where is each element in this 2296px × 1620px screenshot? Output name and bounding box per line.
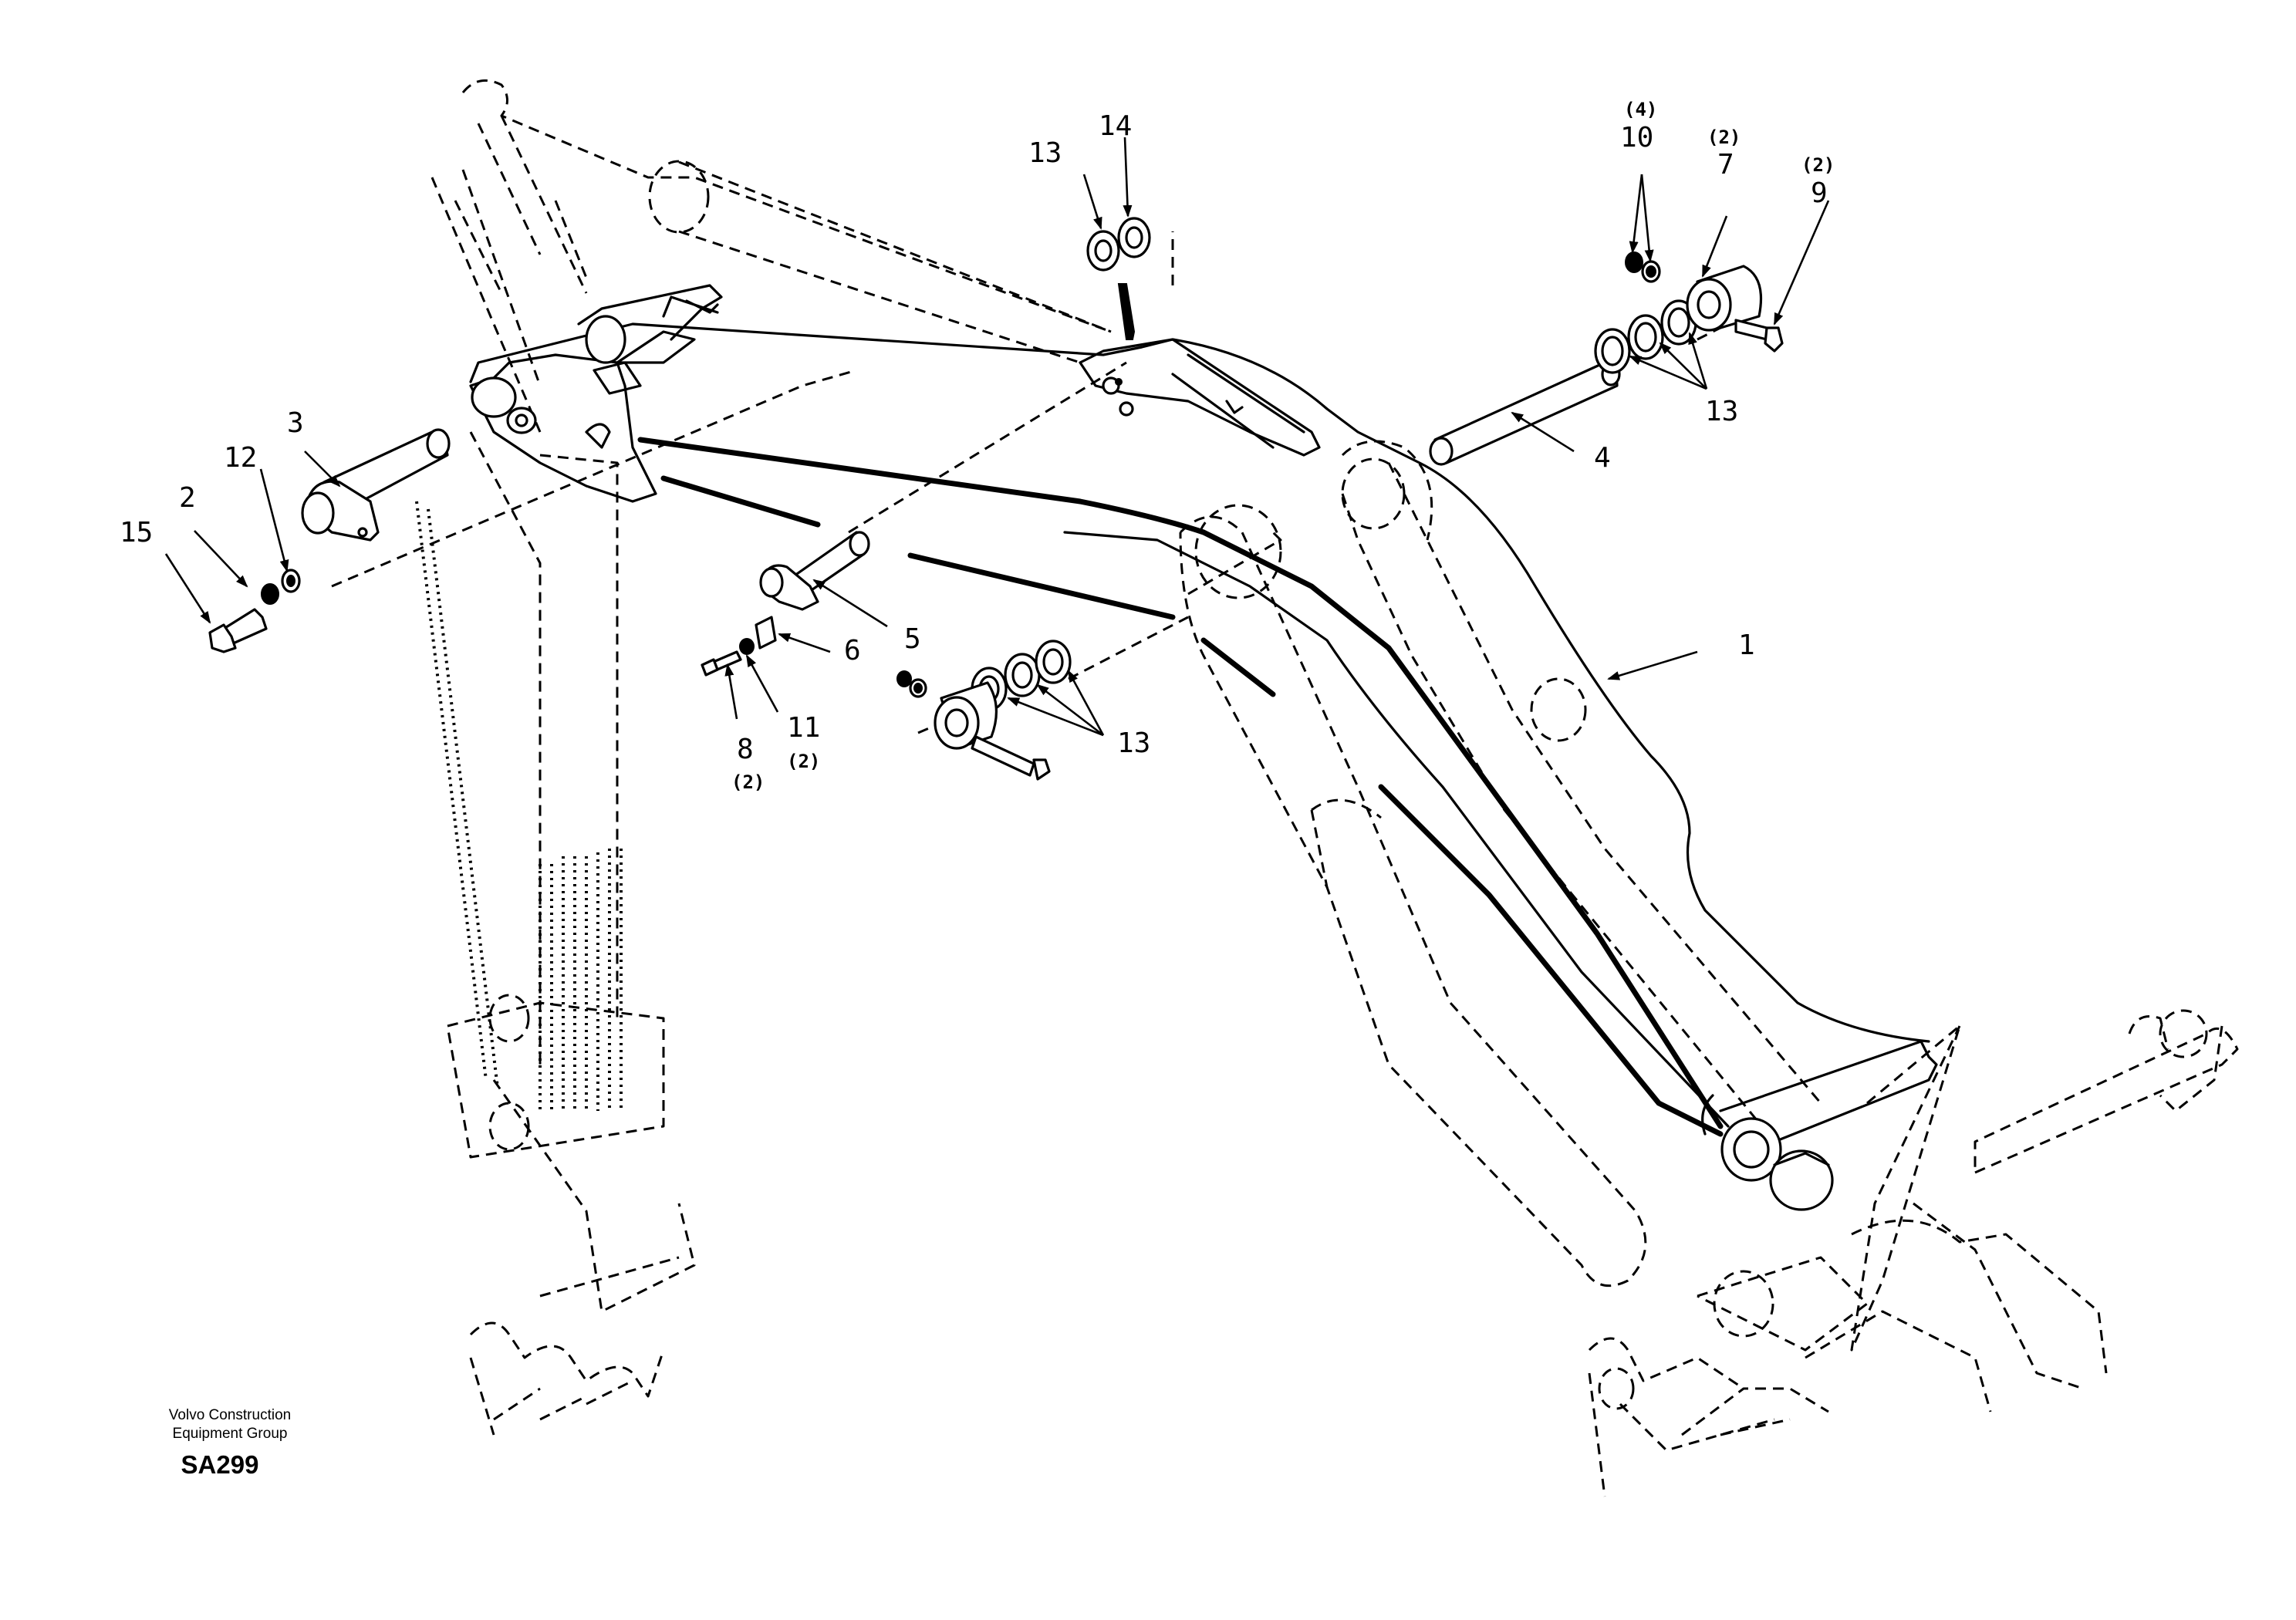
credit-line-1: Volvo Construction [169,1407,291,1423]
callout-7: 7 [1717,149,1734,181]
bolt-part-15 [208,608,268,653]
collar-part-7 [1686,265,1763,332]
pin-part-4 [1429,361,1621,466]
callout-1: 1 [1738,629,1755,661]
callout-12: 12 [224,442,257,474]
shim-stack-marker [1117,283,1136,340]
quantity-8: (2) [731,771,765,793]
collar-part-7-lower [934,681,998,750]
callout-6: 6 [844,635,861,667]
plate-part-6 [755,616,777,650]
boom-part-1 [469,284,1938,1211]
credit-line-2: Equipment Group [173,1426,288,1442]
callout-13-upper: 13 [1705,396,1738,427]
nuts-part-10-lower [896,670,927,698]
washer-part-13-top [1086,230,1120,272]
callout-3: 3 [287,407,304,439]
bolt-part-9-lower [971,735,1051,781]
quantity-11: (2) [787,751,820,772]
callout-14: 14 [1099,110,1132,142]
bolt-part-8 [701,650,742,677]
callout-15: 15 [120,517,153,548]
callout-13-top: 13 [1028,137,1062,169]
washer-part-2 [261,583,279,605]
washer-part-14-top [1117,217,1151,258]
drawing-credit: Volvo Construction Equipment Group SA299 [169,1407,291,1479]
callout-13-lower: 13 [1117,727,1150,759]
callout-8: 8 [737,734,754,765]
shim-washers-part-13-upper [1594,299,1697,374]
pin-part-3 [301,428,451,542]
callout-11: 11 [787,712,820,744]
quantity-7: (2) [1707,127,1741,148]
callout-2: 2 [179,482,196,514]
quantity-9: (2) [1801,154,1835,176]
washer-part-12 [281,569,301,593]
callout-labels: 1 2 3 4 5 6 7 (2) 8 (2) 9 (2) 10 (4) 11 … [120,99,1835,793]
drawing-id: SA299 [181,1450,259,1479]
bolt-part-9 [1734,319,1784,353]
callout-9: 9 [1811,177,1828,209]
nuts-part-10 [1625,251,1661,283]
quantity-10: (4) [1624,99,1657,120]
leader-arrows [164,137,1830,737]
callout-4: 4 [1594,442,1611,474]
callout-10: 10 [1620,122,1653,154]
callout-5: 5 [904,623,921,655]
washer-part-11 [739,638,755,655]
pin-part-5 [759,531,870,611]
dashed-context-machine [331,79,2239,1497]
